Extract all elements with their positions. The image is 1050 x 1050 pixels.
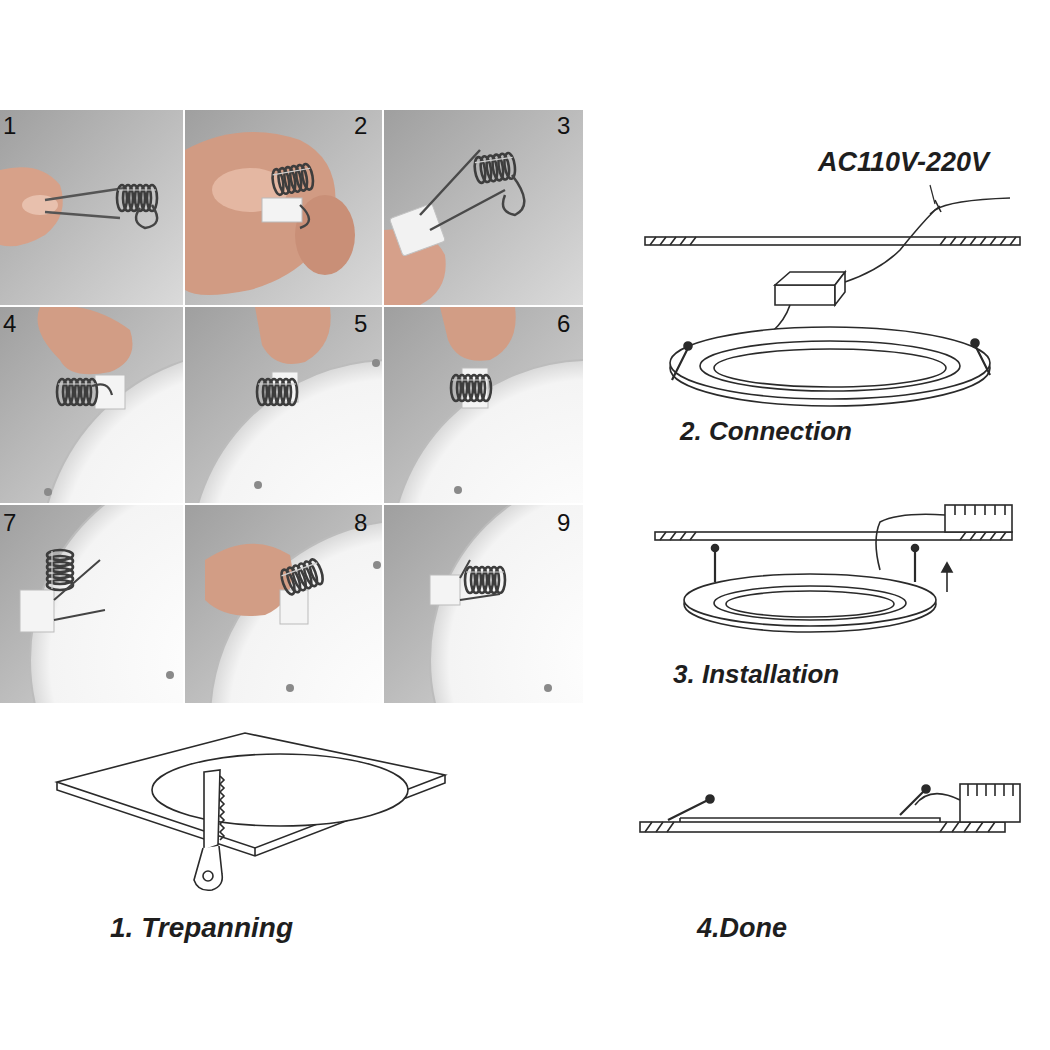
callout-number: 1 [3, 113, 16, 139]
step-caption: 1. Trepanning [110, 913, 293, 944]
callout-number: 6 [557, 311, 570, 337]
callout-number: 3 [557, 113, 570, 139]
callout-number: 7 [3, 510, 16, 536]
callout-number: 9 [557, 510, 570, 536]
callout-number: 8 [354, 510, 367, 536]
callout-number: 4 [3, 311, 16, 337]
callout-number: 5 [354, 311, 367, 337]
step-caption: 2. Connection [680, 417, 852, 446]
callout-number: 2 [354, 113, 367, 139]
step-caption: 3. Installation [673, 660, 839, 689]
step-caption: AC110V-220V [818, 148, 989, 178]
step-caption: 4.Done [697, 914, 787, 944]
